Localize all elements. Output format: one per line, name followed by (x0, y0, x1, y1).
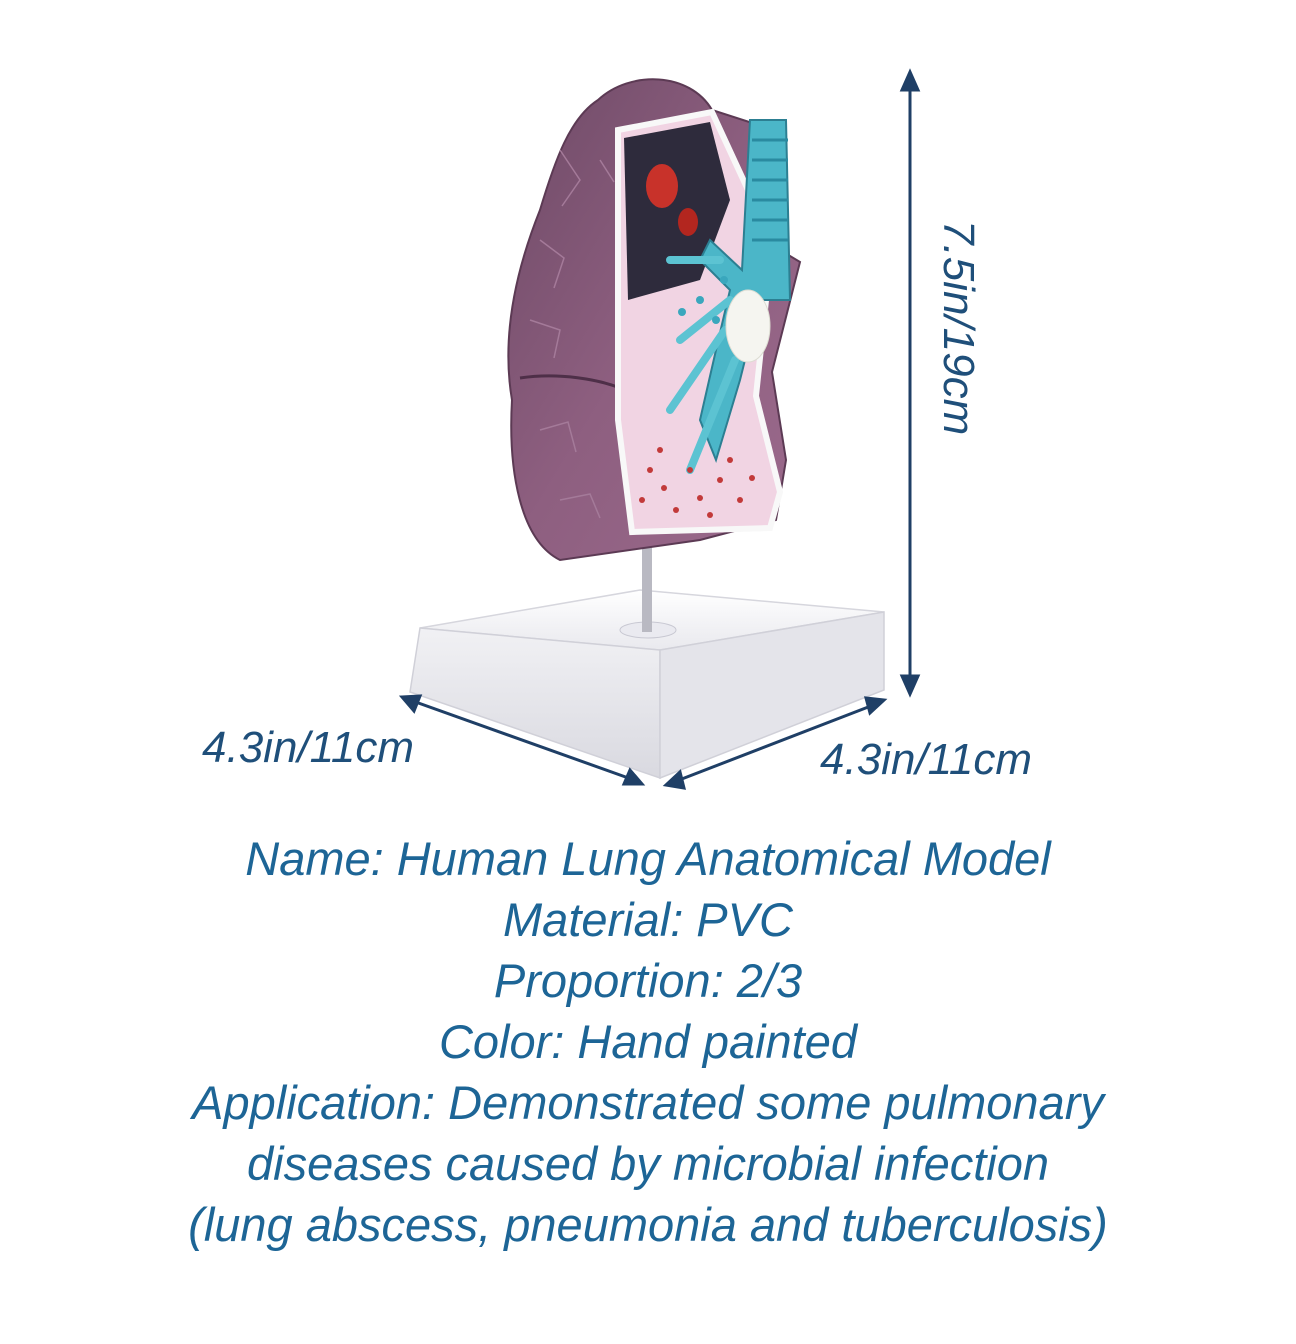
spec-application-line-3: (lung abscess, pneumonia and tuberculosi… (188, 1198, 1108, 1251)
product-specifications: Name: Human Lung Anatomical Model Materi… (0, 828, 1296, 1255)
spec-proportion: Proportion: 2/3 (493, 954, 803, 1007)
spec-name: Name: Human Lung Anatomical Model (245, 832, 1051, 885)
model-base (409, 589, 885, 780)
stand-rod (642, 540, 652, 632)
width-dimension-label-right: 4.3in/11cm (820, 735, 1032, 784)
spec-material: Material: PVC (503, 893, 793, 946)
spec-application-line-2: diseases caused by microbial infection (246, 1137, 1050, 1190)
spec-application-line-1: Application: Demonstrated some pulmonary (192, 1076, 1104, 1129)
lung-model (507, 78, 802, 562)
width-arrow-right (662, 696, 888, 790)
width-dimension-label-left: 4.3in/11cm (202, 723, 414, 772)
height-arrow (899, 68, 921, 698)
spec-color: Color: Hand painted (438, 1015, 858, 1068)
height-dimension-label: 7.5in/19cm (934, 220, 983, 436)
lung-model-photo (398, 68, 921, 790)
width-arrow-left (398, 694, 646, 786)
